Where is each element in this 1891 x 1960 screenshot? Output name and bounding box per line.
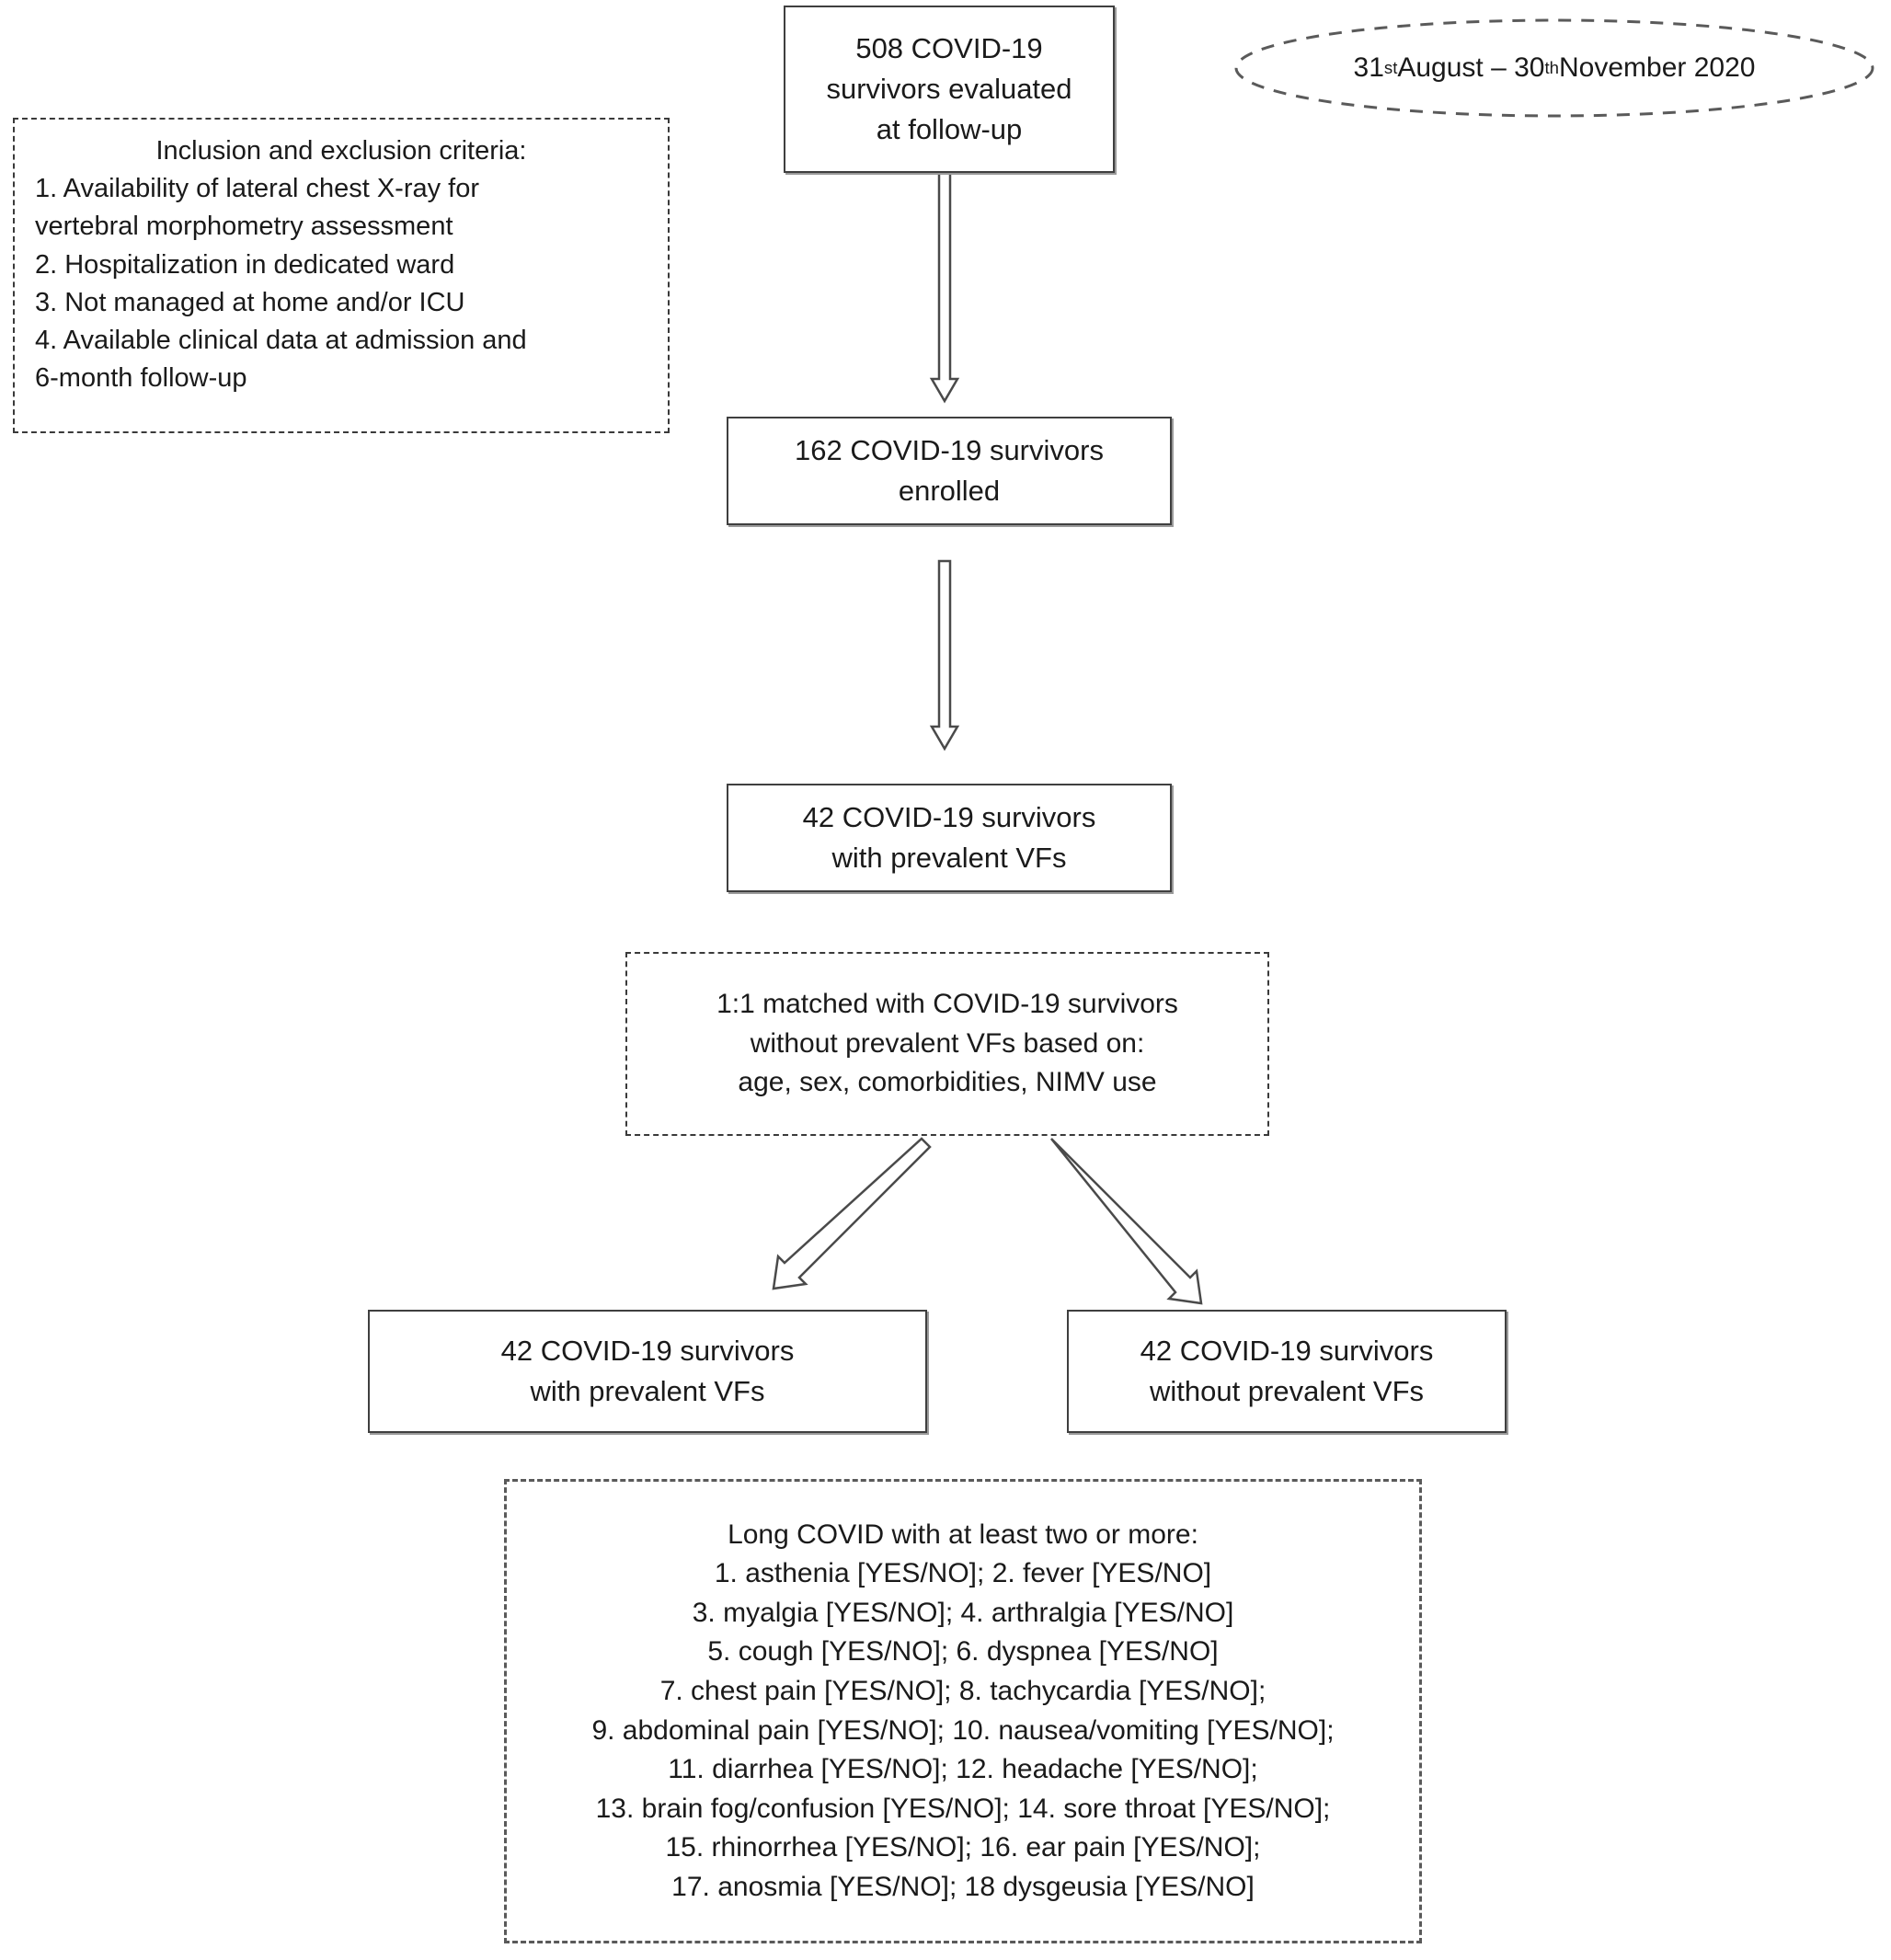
- node-inclusion-exclusion-criteria: Inclusion and exclusion criteria: 1. Ava…: [13, 118, 670, 433]
- node-group-without-vfs: 42 COVID-19 survivors without prevalent …: [1067, 1310, 1507, 1433]
- long-covid-line-1: 1. asthenia [YES/NO]; 2. fever [YES/NO]: [714, 1558, 1212, 1589]
- node-prevalent-vfs-line-2: with prevalent VFs: [831, 842, 1067, 874]
- long-covid-line-3: 5. cough [YES/NO]; 6. dyspnea [YES/NO]: [707, 1636, 1219, 1668]
- arrow-match-to-left-group: [772, 1137, 932, 1290]
- node-group-without-vfs-line-1: 42 COVID-19 survivors: [1140, 1334, 1434, 1367]
- study-period-suffix: November 2020: [1559, 52, 1756, 83]
- arrow-top-to-enrolled: [929, 171, 960, 404]
- matching-line-1: 1:1 matched with COVID-19 survivors: [716, 989, 1178, 1020]
- arrow-enrolled-to-vfs: [929, 559, 960, 751]
- criteria-item-1b: vertebral morphometry assessment: [35, 212, 453, 242]
- study-period-prefix: 31: [1353, 52, 1384, 83]
- node-group-with-vfs: 42 COVID-19 survivors with prevalent VFs: [368, 1310, 927, 1433]
- criteria-item-1a: 1. Availability of lateral chest X-ray f…: [35, 174, 480, 204]
- criteria-item-2: 2. Hospitalization in dedicated ward: [35, 249, 455, 280]
- node-total-survivors-line-3: at follow-up: [876, 113, 1023, 145]
- long-covid-line-6: 11. diarrhea [YES/NO]; 12. headache [YES…: [668, 1754, 1258, 1785]
- node-total-survivors-line-1: 508 COVID-19: [855, 31, 1043, 64]
- node-total-survivors: 508 COVID-19 survivors evaluated at foll…: [784, 6, 1115, 173]
- node-group-without-vfs-line-2: without prevalent VFs: [1149, 1375, 1425, 1407]
- long-covid-line-2: 3. myalgia [YES/NO]; 4. arthralgia [YES/…: [692, 1597, 1234, 1628]
- criteria-item-4b: 6-month follow-up: [35, 363, 247, 394]
- node-enrolled-line-1: 162 COVID-19 survivors: [795, 433, 1104, 466]
- node-group-with-vfs-line-2: with prevalent VFs: [530, 1375, 765, 1407]
- matching-line-3: age, sex, comorbidities, NIMV use: [738, 1067, 1157, 1098]
- matching-line-2: without prevalent VFs based on:: [750, 1027, 1145, 1059]
- node-enrolled-survivors: 162 COVID-19 survivors enrolled: [727, 417, 1172, 525]
- criteria-item-4a: 4. Available clinical data at admission …: [35, 325, 527, 355]
- ellipse-outline-icon: [1234, 18, 1874, 118]
- study-period-mid: August – 30: [1397, 52, 1545, 83]
- long-covid-title: Long COVID with at least two or more:: [728, 1519, 1198, 1550]
- node-total-survivors-line-2: survivors evaluated: [826, 72, 1072, 105]
- arrow-match-to-right-group: [1050, 1138, 1203, 1305]
- long-covid-line-5: 9. abdominal pain [YES/NO]; 10. nausea/v…: [591, 1714, 1335, 1746]
- node-long-covid-definition: Long COVID with at least two or more: 1.…: [504, 1479, 1422, 1943]
- criteria-title: Inclusion and exclusion criteria:: [155, 136, 527, 166]
- node-enrolled-line-2: enrolled: [898, 475, 1001, 507]
- node-prevalent-vfs-line-1: 42 COVID-19 survivors: [802, 800, 1096, 833]
- long-covid-line-7: 13. brain fog/confusion [YES/NO]; 14. so…: [595, 1793, 1331, 1824]
- long-covid-line-8: 15. rhinorrhea [YES/NO]; 16. ear pain [Y…: [665, 1832, 1261, 1863]
- long-covid-line-4: 7. chest pain [YES/NO]; 8. tachycardia […: [659, 1675, 1266, 1706]
- node-matching-criteria: 1:1 matched with COVID-19 survivors with…: [625, 952, 1269, 1136]
- node-prevalent-vfs: 42 COVID-19 survivors with prevalent VFs: [727, 784, 1172, 892]
- long-covid-line-9: 17. anosmia [YES/NO]; 18 dysgeusia [YES/…: [671, 1871, 1255, 1902]
- criteria-item-3: 3. Not managed at home and/or ICU: [35, 287, 465, 317]
- node-group-with-vfs-line-1: 42 COVID-19 survivors: [500, 1334, 795, 1367]
